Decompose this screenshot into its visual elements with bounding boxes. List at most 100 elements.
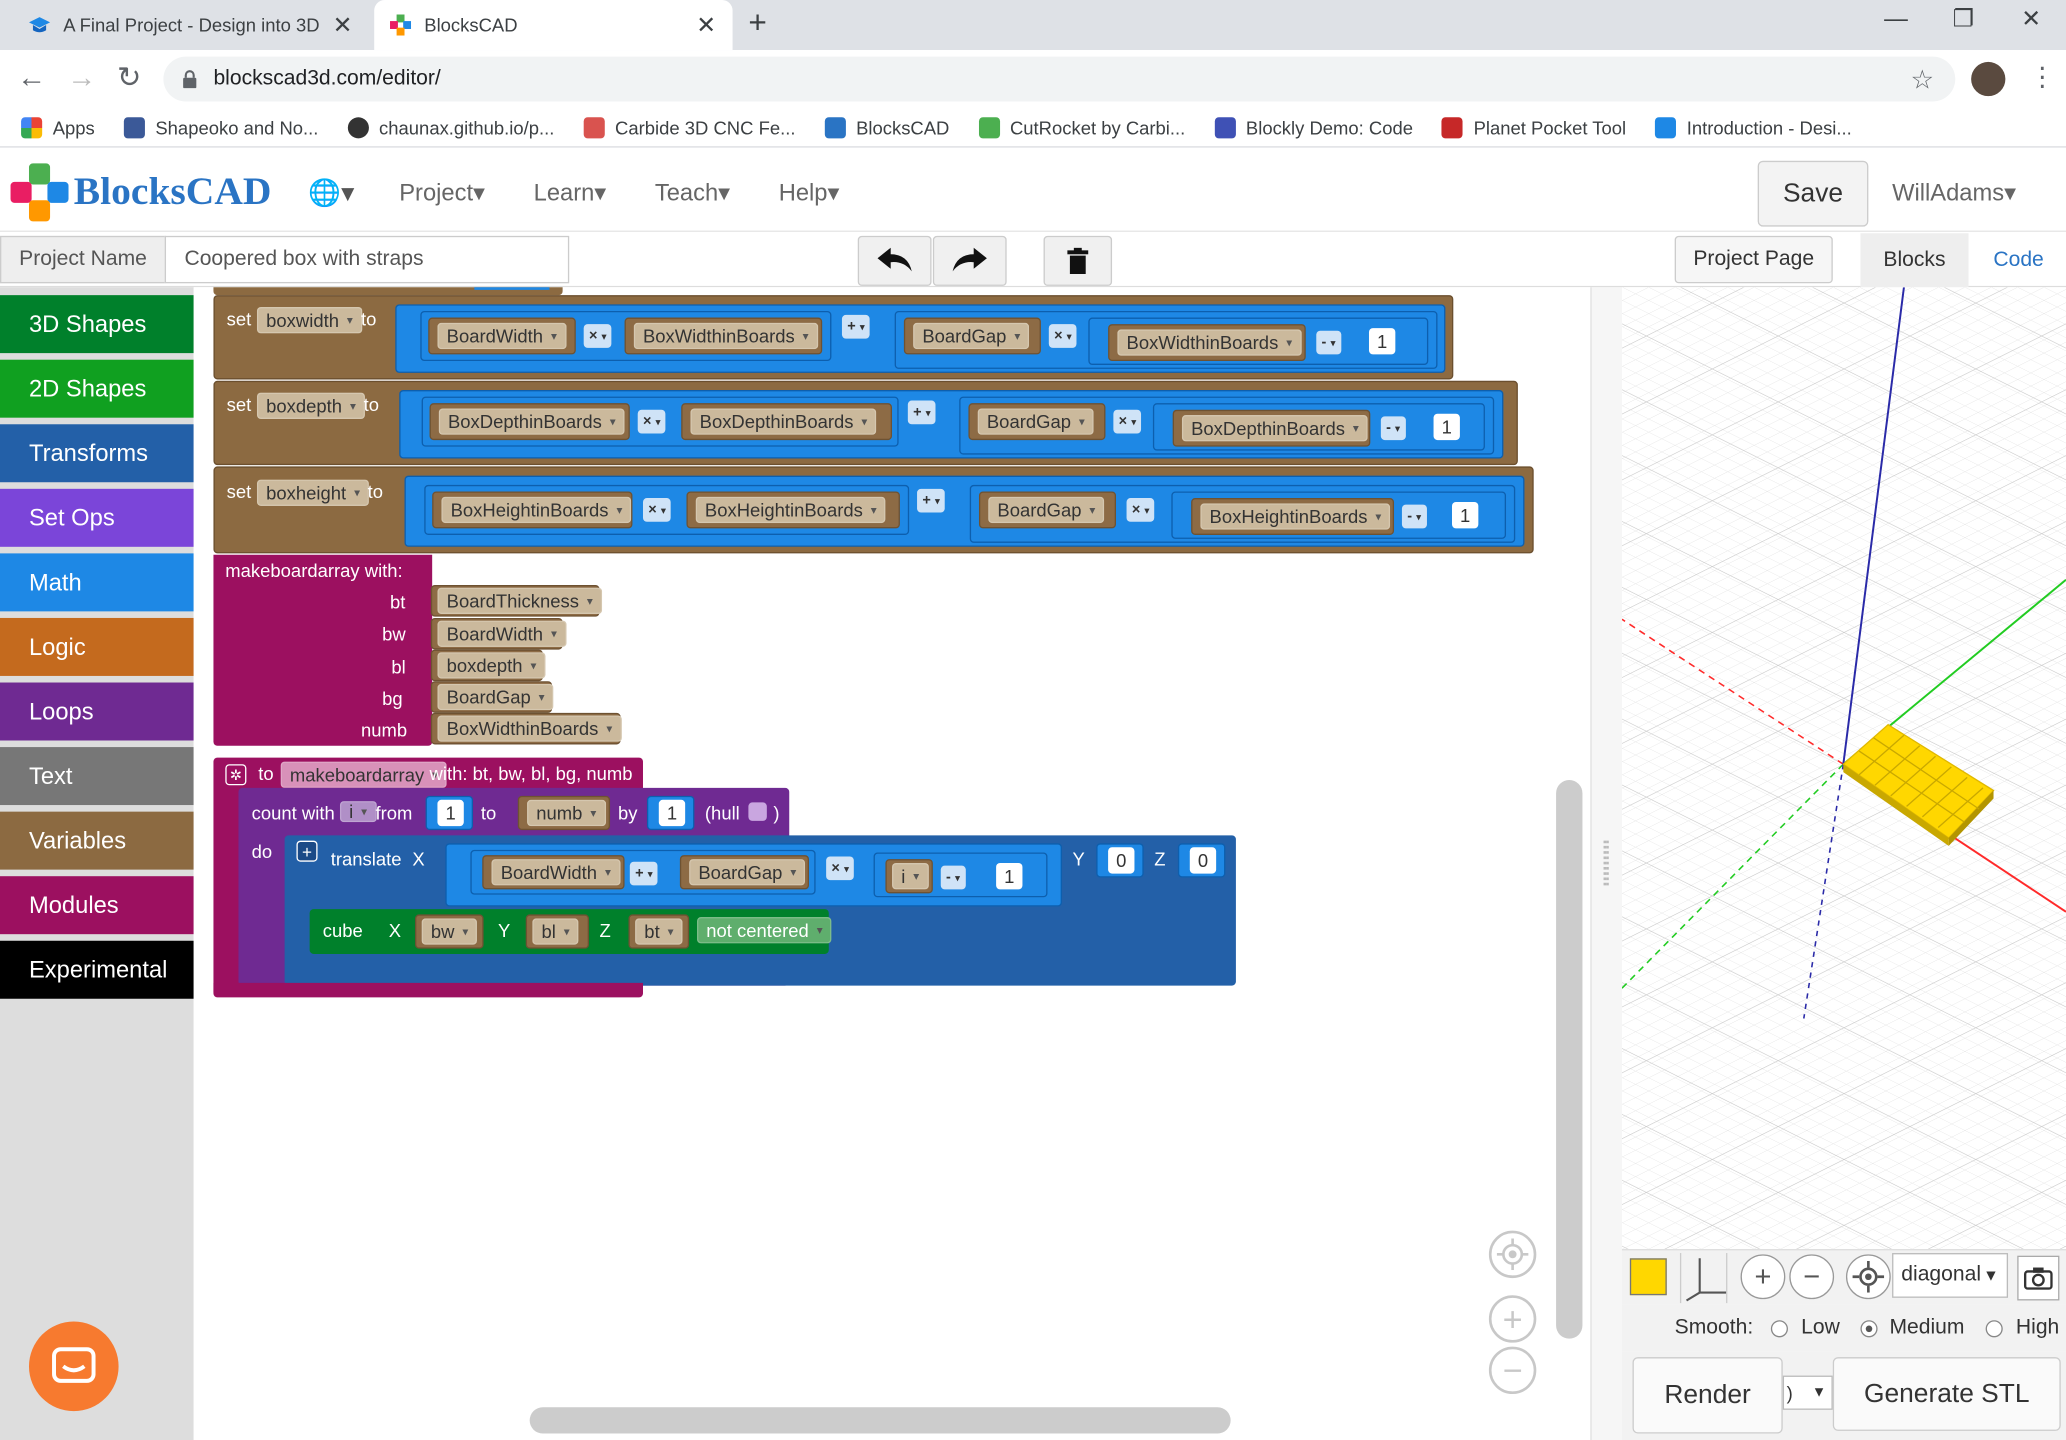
smooth-medium-radio[interactable]	[1860, 1320, 1878, 1338]
new-tab-icon[interactable]: +	[748, 5, 767, 41]
close-icon[interactable]: ✕	[332, 11, 353, 38]
user-menu[interactable]: WillAdams▾	[1892, 179, 2017, 206]
var-getter-block[interactable]: BoardGap	[978, 491, 1117, 529]
math-multiply-block[interactable]: BoxHeightinBoards × BoxHeightinBoards	[424, 484, 910, 535]
var-getter-block[interactable]: BoxHeightinBoards	[432, 491, 633, 529]
minus-operator[interactable]: -	[940, 865, 966, 890]
bookmark-shapeoko[interactable]: Shapeoko and No...	[123, 116, 318, 138]
color-swatch[interactable]	[1629, 1258, 1667, 1296]
bookmark-blockly-demo[interactable]: Blockly Demo: Code	[1214, 116, 1413, 138]
var-getter-block[interactable]: BoxDepthinBoards	[681, 403, 893, 441]
arg-value-block[interactable]: BoardGap	[430, 681, 554, 713]
gear-icon[interactable]: ✲	[225, 764, 247, 786]
multiply-operator[interactable]: ×	[642, 498, 672, 522]
tab-code[interactable]: Code	[1993, 248, 2044, 271]
viewer-recenter-icon[interactable]	[1845, 1254, 1891, 1300]
bookmark-carbide3d[interactable]: Carbide 3D CNC Fe...	[583, 116, 795, 138]
math-minus-block[interactable]: BoxDepthinBoards - 1	[1152, 403, 1485, 451]
minus-operator[interactable]: -	[1316, 330, 1341, 355]
minimize-icon[interactable]: —	[1884, 5, 1908, 32]
bookmark-introduction[interactable]: Introduction - Desi...	[1655, 116, 1852, 138]
var-getter-block[interactable]: BoxWidthinBoards	[1108, 324, 1306, 362]
address-bar[interactable]: blockscad3d.com/editor/	[163, 56, 1956, 102]
panel-resize-handle[interactable]	[1590, 287, 1622, 1440]
format-select[interactable]: )▼	[1782, 1375, 1833, 1410]
var-getter-block[interactable]: BoxDepthinBoards	[429, 403, 630, 441]
browser-tab-blockscad[interactable]: BlocksCAD ✕	[374, 0, 733, 51]
close-icon[interactable]: ✕	[696, 11, 717, 38]
category-3d-shapes[interactable]: 3D Shapes	[0, 295, 194, 354]
variable-dropdown[interactable]: boxdepth	[256, 392, 366, 419]
zoom-in-icon[interactable]: +	[1488, 1295, 1537, 1343]
category-experimental[interactable]: Experimental	[0, 940, 194, 999]
number-field[interactable]: 1	[1368, 328, 1396, 355]
math-multiply-block[interactable]: BoxDepthinBoards × BoxDepthinBoards	[421, 396, 899, 447]
module-name-field[interactable]: makeboardarray	[280, 761, 448, 788]
generate-stl-button[interactable]: Generate STL	[1832, 1357, 2061, 1431]
math-multiply-block[interactable]: BoardGap × BoxWidthinBoards - 1	[894, 310, 1438, 369]
back-icon[interactable]: ←	[17, 60, 47, 94]
translate-block[interactable]: + translate X BoardWidth + BoardGap × i …	[284, 835, 1236, 986]
loop-var-dropdown[interactable]: i	[339, 801, 377, 823]
var-getter-block[interactable]: BoardGap	[679, 855, 810, 890]
var-getter-block[interactable]: BoxHeightinBoards	[1191, 498, 1395, 535]
menu-learn[interactable]: Learn▾	[533, 179, 607, 206]
math-plus-block[interactable]: BoardWidth + BoardGap	[470, 849, 816, 895]
browser-tab-final-project[interactable]: A Final Project - Design into 3D ✕	[11, 0, 369, 50]
category-2d-shapes[interactable]: 2D Shapes	[0, 359, 194, 418]
multiply-operator[interactable]: ×	[826, 856, 855, 881]
window-close-icon[interactable]: ✕	[2021, 5, 2042, 32]
trash-button[interactable]	[1043, 235, 1113, 286]
multiply-operator[interactable]: ×	[1126, 498, 1155, 522]
var-getter-block[interactable]: numb	[517, 795, 611, 831]
menu-project[interactable]: Project▾	[399, 179, 485, 206]
smooth-high-radio[interactable]	[1985, 1320, 2003, 1338]
var-getter-block[interactable]: BoxDepthinBoards	[1172, 409, 1371, 447]
category-modules[interactable]: Modules	[0, 876, 194, 935]
blockscad-logo[interactable]: BlocksCAD	[10, 163, 271, 222]
multiply-operator[interactable]: ×	[1048, 324, 1078, 348]
restore-icon[interactable]: ❐	[1952, 5, 1974, 32]
menu-help[interactable]: Help▾	[778, 179, 840, 206]
category-logic[interactable]: Logic	[0, 617, 194, 676]
block-stub[interactable]	[213, 287, 563, 296]
category-transforms[interactable]: Transforms	[0, 424, 194, 483]
number-field[interactable]: 1	[996, 863, 1023, 890]
recenter-icon[interactable]	[1488, 1230, 1537, 1279]
more-menu-icon[interactable]: ⋮	[2029, 63, 2056, 93]
forward-icon[interactable]: →	[67, 60, 97, 94]
var-getter-block[interactable]: BoardGap	[968, 403, 1106, 441]
cube-block[interactable]: cube X bw Y bl Z bt not centered	[309, 909, 832, 954]
var-getter-block[interactable]: bl	[525, 914, 589, 949]
multiply-operator[interactable]: ×	[583, 324, 612, 348]
minus-operator[interactable]: -	[1380, 416, 1406, 441]
number-field[interactable]: 1	[1451, 502, 1479, 529]
plus-operator[interactable]: +	[907, 400, 937, 425]
category-math[interactable]: Math	[0, 553, 194, 612]
variable-dropdown[interactable]: boxwidth	[256, 307, 363, 334]
var-getter-block[interactable]: BoardWidth	[428, 317, 576, 355]
bookmark-blockscad[interactable]: BlocksCAD	[824, 116, 949, 138]
category-loops[interactable]: Loops	[0, 682, 194, 741]
plus-operator[interactable]: +	[917, 488, 946, 513]
math-plus-block[interactable]: BoxDepthinBoards × BoxDepthinBoards + Bo…	[399, 390, 1504, 459]
chat-launcher-button[interactable]	[28, 1321, 119, 1412]
math-multiply-block[interactable]: BoardWidth + BoardGap × i - 1	[445, 843, 1062, 907]
bookmark-star-icon[interactable]: ☆	[1910, 65, 1935, 95]
var-getter-block[interactable]: BoxHeightinBoards	[686, 491, 900, 529]
variable-dropdown[interactable]: boxheight	[256, 479, 370, 506]
math-minus-block[interactable]: i - 1	[873, 852, 1048, 898]
var-getter-block[interactable]: bt	[628, 914, 690, 949]
bookmark-apps[interactable]: Apps	[21, 116, 95, 138]
call-makeboardarray-block[interactable]: makeboardarray with: bt bw bl bg numb	[213, 554, 433, 746]
math-multiply-block[interactable]: BoardGap × BoxDepthinBoards - 1	[959, 396, 1495, 455]
plus-mutator-icon[interactable]: +	[296, 840, 318, 862]
viewer-zoom-out-icon[interactable]: −	[1789, 1254, 1835, 1300]
axes-toggle-icon[interactable]	[1679, 1253, 1728, 1304]
menu-teach[interactable]: Teach▾	[654, 179, 731, 206]
bookmark-planet-pocket[interactable]: Planet Pocket Tool	[1442, 116, 1626, 138]
math-multiply-block[interactable]: BoardWidth × BoxWidthinBoards	[420, 310, 832, 362]
number-block[interactable]: 1	[646, 795, 695, 831]
set-boxwidth-block[interactable]: set boxwidth to BoardWidth × BoxWidthinB…	[213, 295, 1454, 380]
bookmark-chaunax[interactable]: chaunax.github.io/p...	[347, 116, 554, 138]
